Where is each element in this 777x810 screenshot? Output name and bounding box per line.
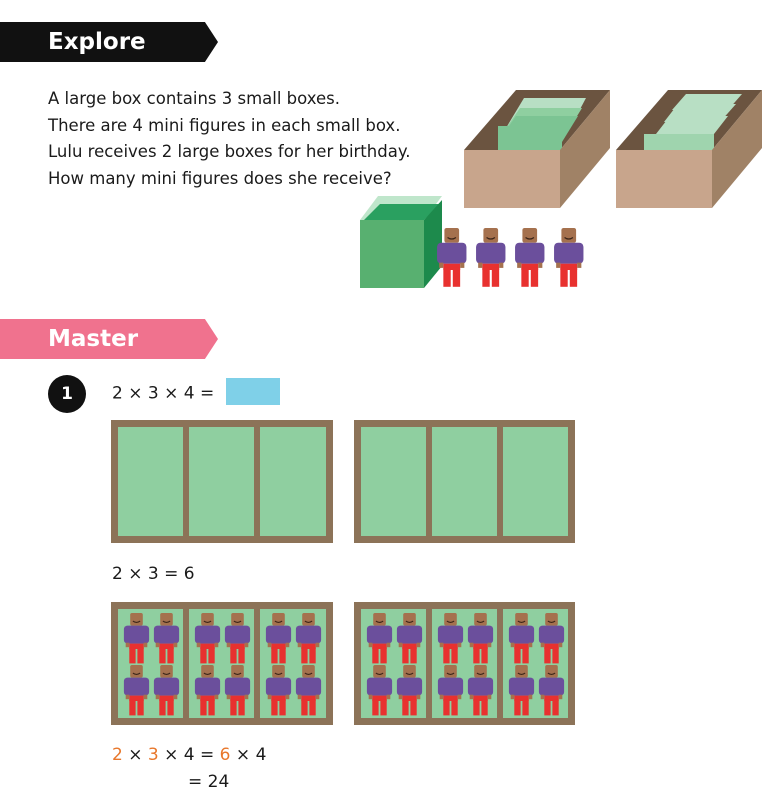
tray-compartment	[189, 427, 254, 536]
eq-operator: =	[200, 383, 215, 404]
eq-term: 4	[255, 745, 267, 765]
eq-term: 2	[112, 383, 123, 404]
mini-figures-group	[437, 228, 584, 287]
tray-compartment	[503, 427, 568, 536]
mini-figure	[508, 613, 535, 664]
mini-figure	[508, 665, 535, 716]
tray-figures	[366, 613, 565, 716]
empty-tray	[354, 420, 575, 543]
eq-operator: ×	[128, 383, 143, 404]
tray-compartment	[260, 427, 326, 536]
mini-figure	[123, 665, 150, 716]
step-equation-1: 2 × 3 = 6	[112, 564, 195, 584]
eq-term: 3	[147, 383, 159, 404]
eq-operator: ×	[235, 745, 251, 765]
mini-figure	[194, 613, 221, 664]
tray-compartment	[118, 427, 183, 536]
mini-figure	[366, 613, 393, 664]
mini-figure	[123, 613, 150, 664]
eq-operator: ×	[164, 745, 179, 765]
mini-figure	[153, 665, 180, 716]
mini-figure	[476, 228, 506, 287]
story-line: There are 4 mini figures in each small b…	[48, 115, 401, 135]
eq-term: 4	[183, 745, 195, 765]
explore-title: Explore	[48, 29, 146, 55]
step-equation-3: = 24	[188, 772, 230, 792]
story-line: A large box contains 3 small boxes.	[48, 89, 340, 108]
filled-tray	[354, 602, 575, 725]
eq-term: 6	[219, 745, 231, 765]
explore-story: A large box contains 3 small boxes. Ther…	[48, 86, 410, 192]
filled-tray	[111, 602, 333, 725]
mini-figure	[437, 665, 464, 716]
mini-figure	[265, 665, 292, 716]
story-line: How many mini figures does she receive?	[48, 168, 392, 188]
large-box-illustration	[464, 90, 610, 208]
mini-figure	[295, 665, 322, 716]
mini-figure	[515, 228, 545, 287]
answer-input-box[interactable]	[225, 378, 280, 405]
mini-figure	[265, 613, 292, 664]
mini-figure	[538, 665, 565, 716]
mini-figure	[538, 613, 565, 664]
question-equation: 2 × 3 × 4 =	[112, 378, 280, 407]
tray-compartment	[361, 427, 426, 536]
master-title: Master	[48, 326, 139, 352]
mini-figure	[194, 665, 221, 716]
eq-operator: =	[200, 745, 215, 765]
mini-figure	[396, 613, 423, 664]
empty-tray	[111, 420, 333, 543]
mini-figure	[153, 613, 180, 664]
eq-operator: ×	[164, 383, 179, 404]
mini-figure	[224, 613, 251, 664]
large-box-illustration	[616, 90, 762, 208]
eq-term: 3	[147, 745, 159, 765]
mini-figure	[467, 613, 494, 664]
tray-figures	[123, 613, 322, 716]
eq-term: 4	[183, 383, 195, 404]
tray-compartment	[432, 427, 497, 536]
mini-figure	[467, 665, 494, 716]
master-banner: Master	[0, 319, 218, 359]
mini-figure	[437, 613, 464, 664]
question-number-badge: 1	[48, 375, 86, 413]
mini-figure	[295, 613, 322, 664]
step-equation-2: 2 × 3 × 4 = 6 × 4	[112, 745, 266, 765]
eq-operator: ×	[128, 745, 143, 765]
explore-banner: Explore	[0, 22, 218, 62]
mini-figure	[554, 228, 584, 287]
mini-figure	[437, 228, 467, 287]
mini-figure	[224, 665, 251, 716]
mini-figure	[366, 665, 393, 716]
eq-term: 2	[112, 745, 123, 765]
story-line: Lulu receives 2 large boxes for her birt…	[48, 142, 411, 161]
small-box-illustration	[360, 196, 442, 288]
mini-figure	[396, 665, 423, 716]
